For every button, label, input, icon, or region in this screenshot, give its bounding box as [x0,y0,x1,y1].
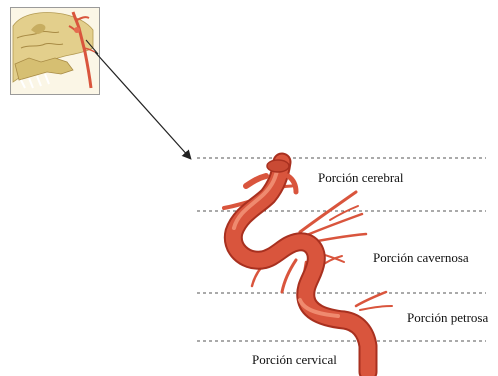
artery-terminal-top [267,160,289,172]
artery-branch-top-right [288,176,296,192]
label-cavernous-portion: Porción cavernosa [373,250,469,266]
pointer-arrow-tail [86,40,98,54]
label-cervical-portion: Porción cervical [252,352,337,368]
label-cerebral-portion: Porción cerebral [318,170,404,186]
artery-branch-top-left [246,176,266,186]
pointer-arrow [95,52,190,158]
label-petrous-portion: Porción petrosa [407,310,488,326]
